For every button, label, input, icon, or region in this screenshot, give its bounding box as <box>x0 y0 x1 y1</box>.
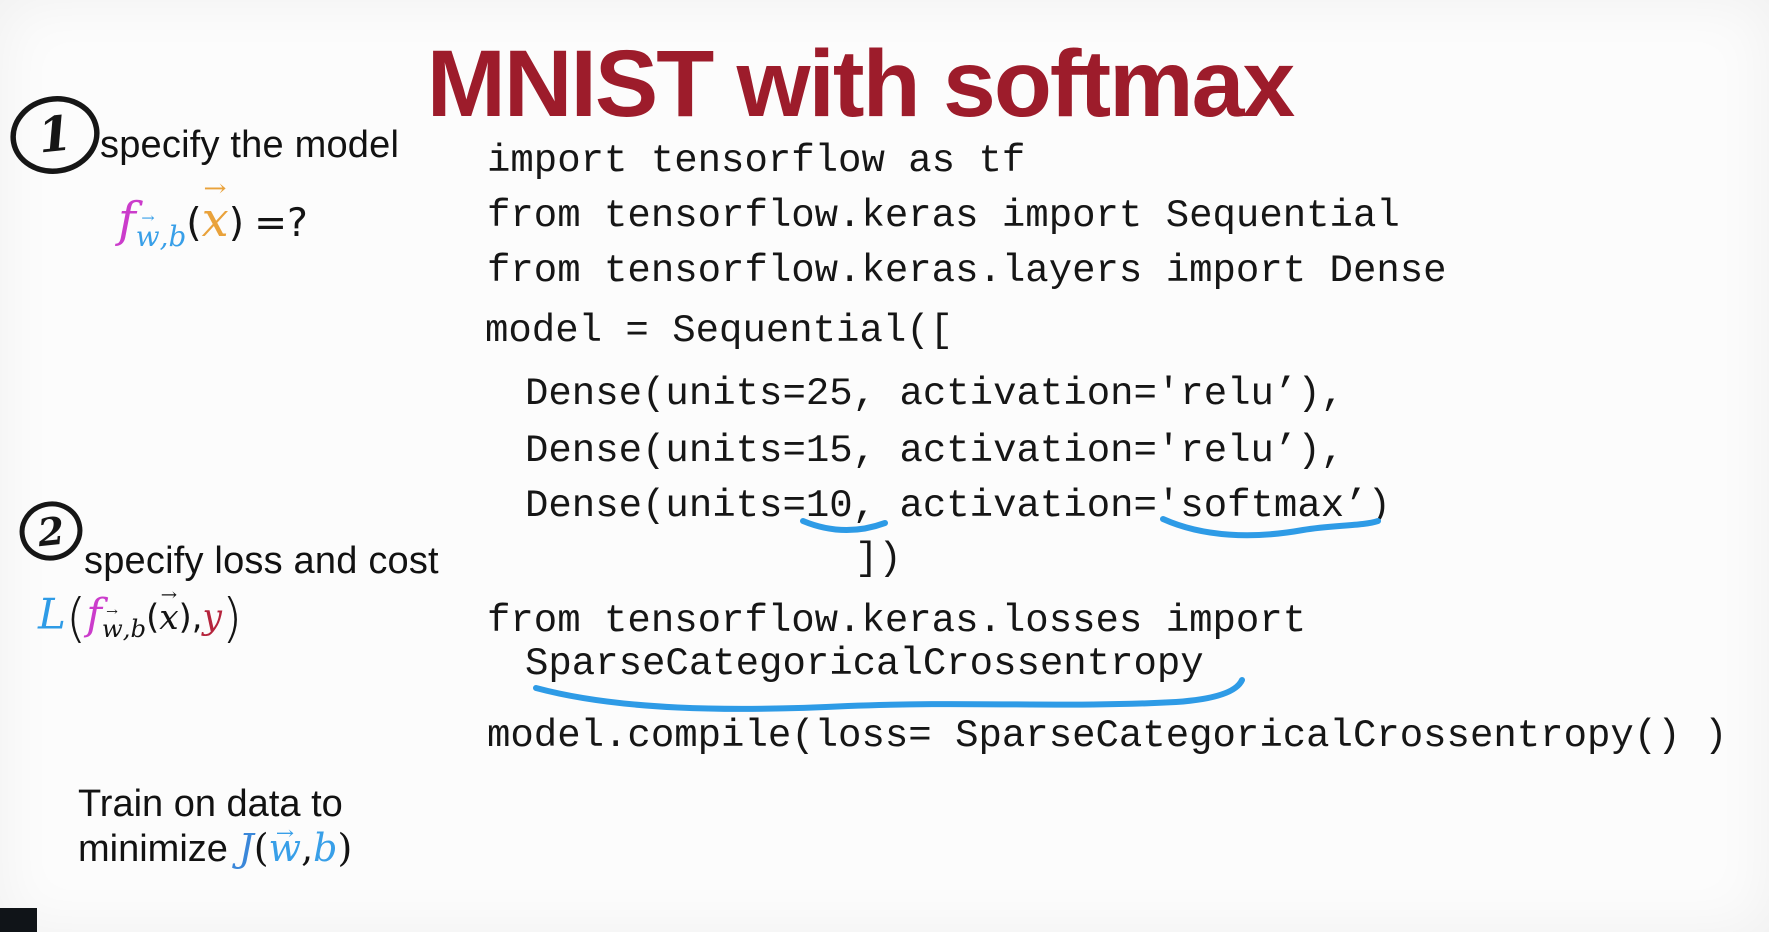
step-2-number: 2 <box>35 507 67 555</box>
step-2-circle: 2 <box>17 498 85 564</box>
train-step-text: Train on data to minimize J(w,b) <box>78 782 352 871</box>
vector-x: x <box>159 598 178 638</box>
code-line: from tensorflow.keras import Sequential <box>487 194 1400 238</box>
underline-sparse-categorical-crossentropy <box>533 677 1245 712</box>
formula-L: L <box>38 589 66 639</box>
underline-softmax <box>1160 516 1381 539</box>
code-line: SparseCategoricalCrossentropy <box>525 642 1204 686</box>
formula-b: ,b <box>159 219 187 253</box>
step-1-number: 1 <box>35 105 75 165</box>
hand-drawn-circle-icon <box>10 96 100 174</box>
train-line-2: minimize J(w,b) <box>78 826 352 871</box>
formula-y: y <box>202 597 222 638</box>
step-2-label: specify loss and cost <box>84 540 439 582</box>
formula-J: J <box>238 826 254 870</box>
code-line: ]) <box>855 537 902 581</box>
hand-drawn-circle-icon <box>19 501 83 561</box>
code-line: from tensorflow.keras.layers import Dens… <box>487 249 1447 293</box>
code-line: Dense(units=25, activation='relu’), <box>525 372 1345 416</box>
vector-x: x <box>202 192 229 248</box>
vector-w: w <box>102 614 123 643</box>
loss-formula: L(fw,b(x),y) <box>38 588 242 649</box>
formula-f: f <box>86 589 102 639</box>
train-line-1: Train on data to <box>78 783 343 825</box>
code-line: import tensorflow as tf <box>487 139 1026 183</box>
code-line: model = Sequential([ <box>485 309 954 353</box>
code-line: from tensorflow.keras.losses import <box>487 599 1307 643</box>
step-1-circle: 1 <box>7 92 103 178</box>
model-formula: fw,b(x)=? <box>118 192 308 253</box>
code-line: model.compile(loss= SparseCategoricalCro… <box>487 714 1728 758</box>
equals-question: =? <box>254 200 308 246</box>
video-player-bar-fragment <box>0 908 37 932</box>
slide-title: MNIST with softmax <box>426 31 1296 137</box>
vector-w: w <box>136 220 160 253</box>
vector-w: w <box>269 826 302 870</box>
step-1-label: specify the model <box>100 124 400 166</box>
code-line: Dense(units=10, activation='softmax’) <box>525 484 1391 528</box>
formula-f: f <box>118 192 136 248</box>
formula-b: b <box>313 826 338 870</box>
code-line: Dense(units=15, activation='relu’), <box>525 429 1345 473</box>
underline-units-10 <box>800 518 888 533</box>
